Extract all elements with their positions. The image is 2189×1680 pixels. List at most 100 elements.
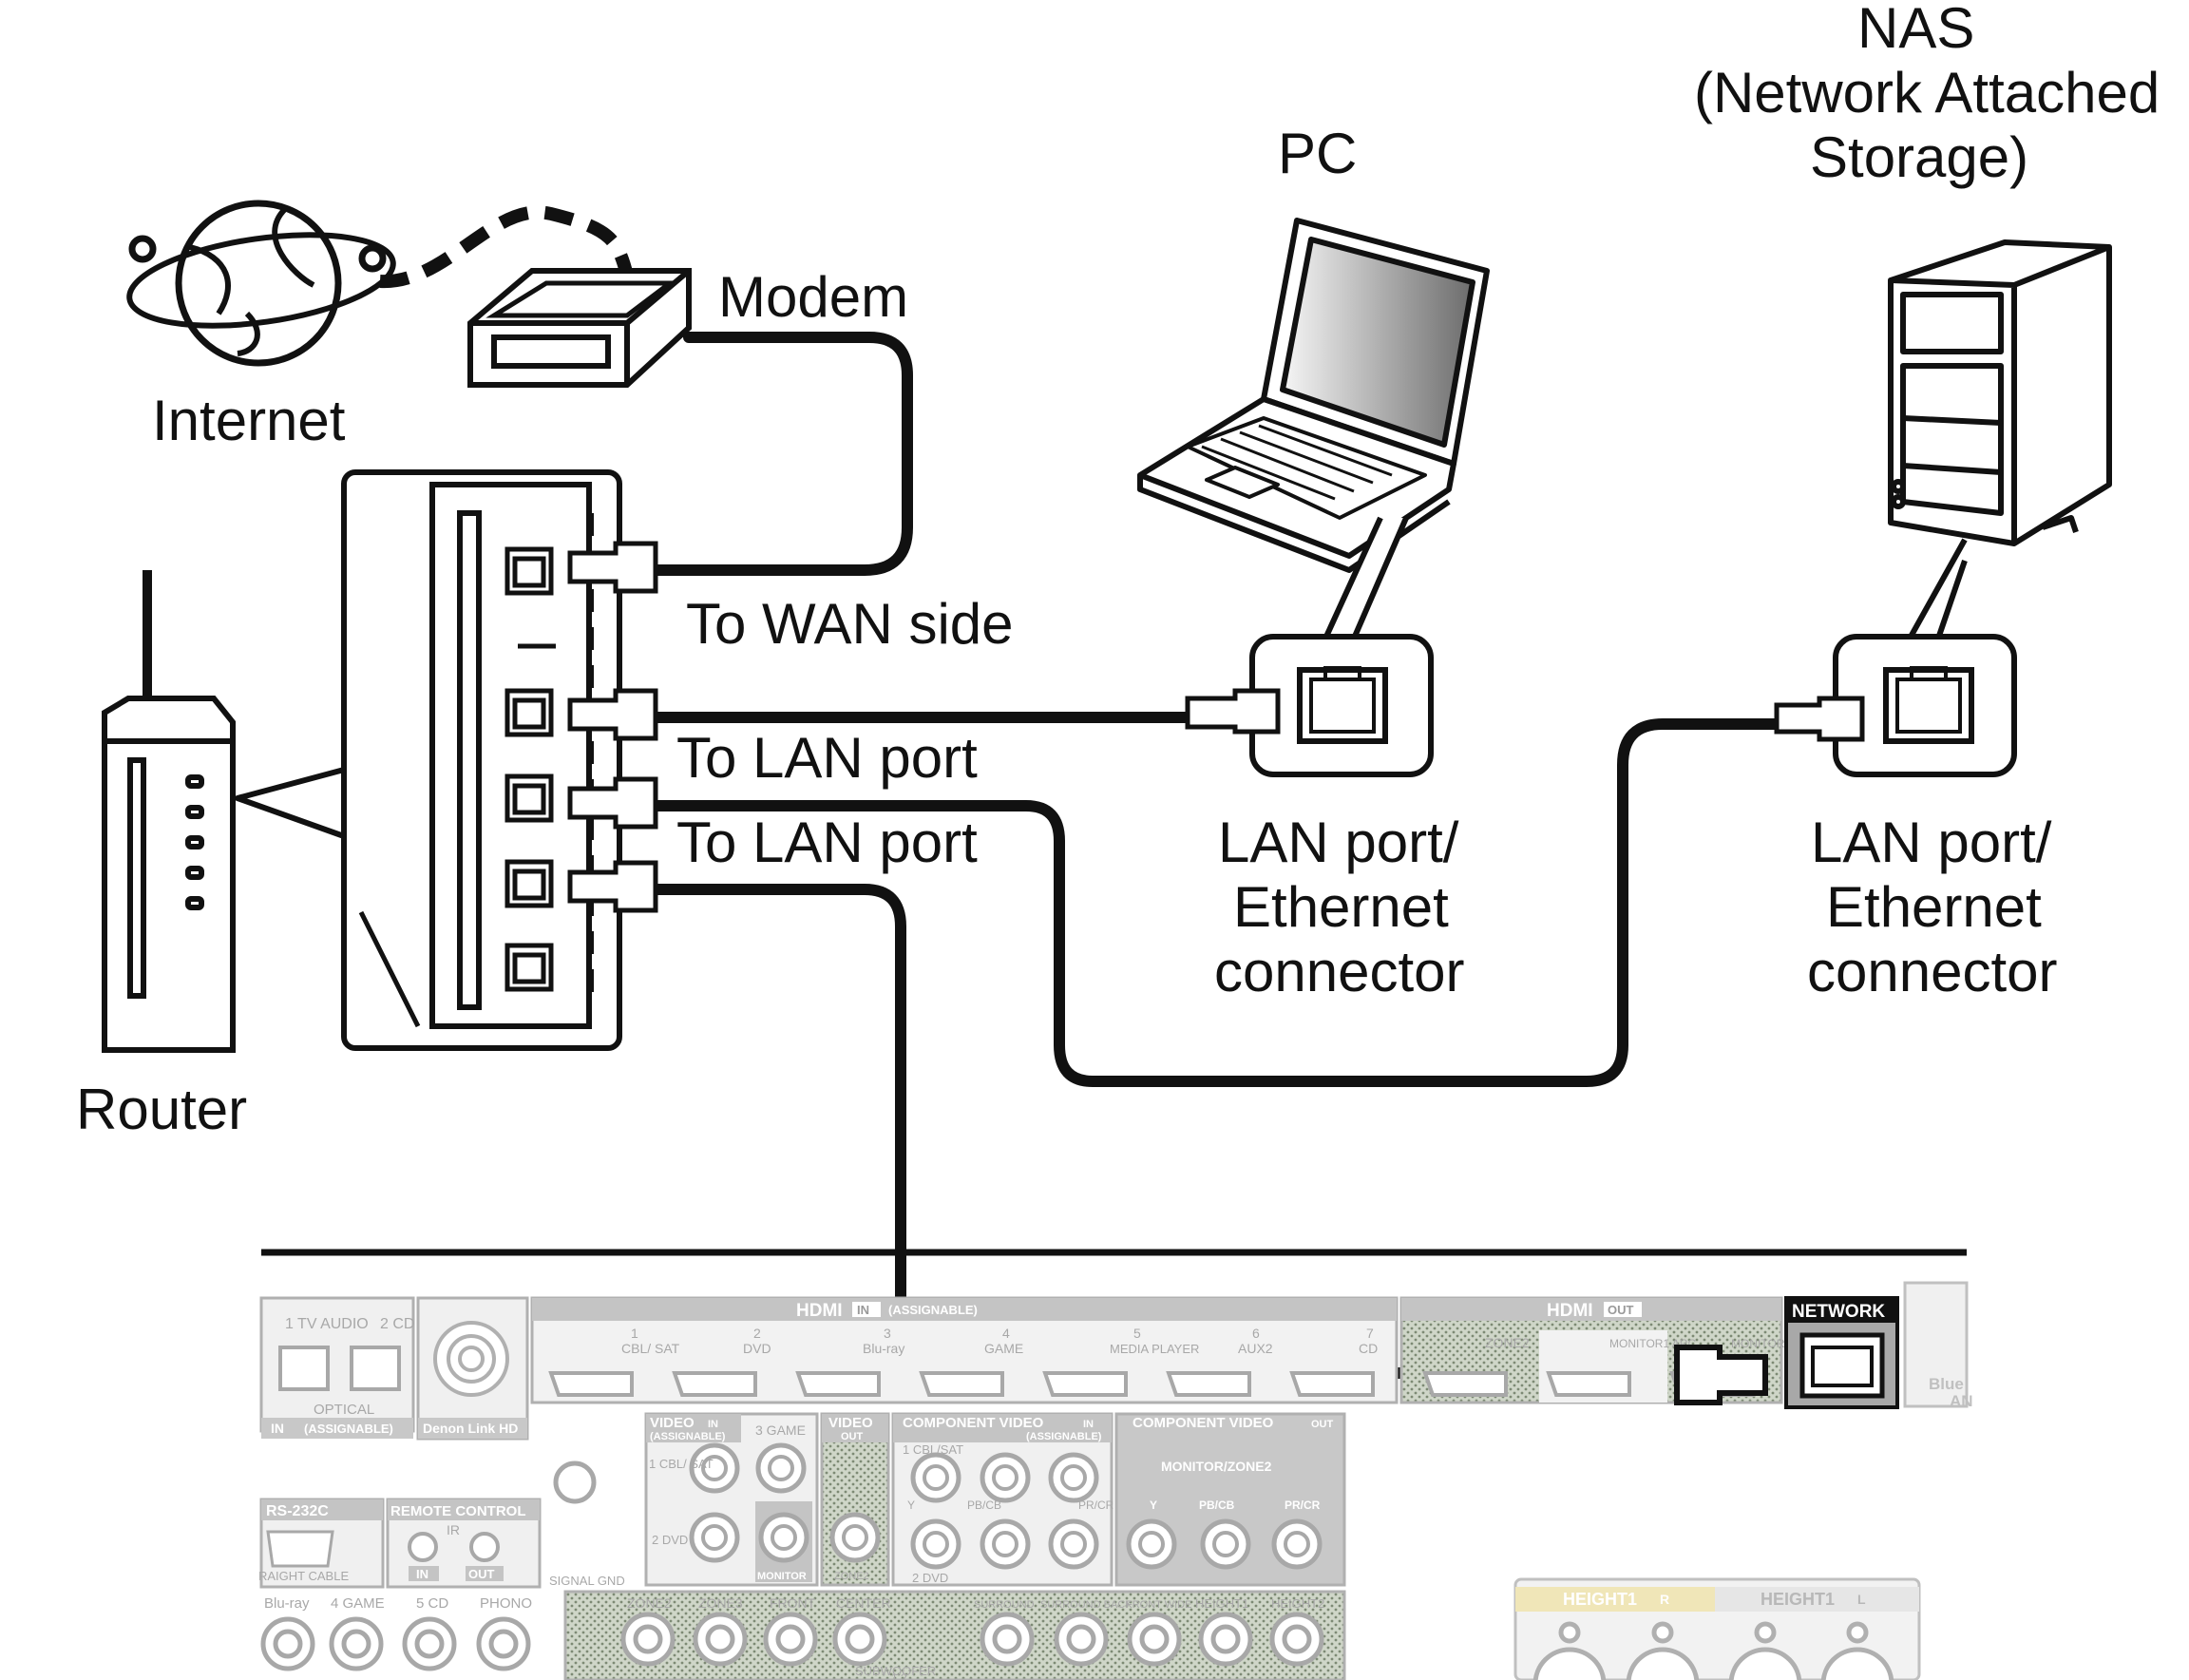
svg-text:R: R: [1660, 1592, 1669, 1607]
svg-text:IR: IR: [447, 1522, 460, 1537]
receiver-rear-panel: 1 TV AUDIO 2 CD OPTICAL IN (ASSIGNABLE) …: [258, 1281, 1973, 1680]
svg-text:Blu-ray: Blu-ray: [863, 1341, 904, 1356]
hdmi-input-2: 2 DVD: [672, 1326, 771, 1397]
network-label: NETWORK: [1792, 1302, 1885, 1322]
laptop-icon: [1137, 218, 1490, 573]
svg-text:OUT: OUT: [841, 1431, 864, 1442]
hdmi-out-monitor2: MONITOR2: [1731, 1337, 1791, 1350]
pc-label: PC: [1278, 122, 1357, 185]
pc-lan-label: LAN port/ Ethernet connector: [1214, 811, 1465, 1003]
svg-text:(ASSIGNABLE): (ASSIGNABLE): [888, 1303, 978, 1317]
svg-text:OUT: OUT: [468, 1567, 495, 1581]
hdmi-out-zone2: ZONE2: [1485, 1335, 1530, 1350]
svg-text:1 2: 1 2: [891, 1671, 907, 1680]
rs232c-label: RS-232C: [266, 1503, 329, 1519]
svg-text:IN: IN: [857, 1303, 869, 1317]
optical-label: OPTICAL: [314, 1402, 374, 1418]
hdmi-out-label: HDMI: [1547, 1301, 1593, 1321]
svg-text:(ASSIGNABLE): (ASSIGNABLE): [650, 1431, 726, 1442]
svg-text:connector: connector: [1214, 940, 1465, 1003]
speaker-terminals: [1532, 1621, 1894, 1680]
svg-text:5 CD: 5 CD: [416, 1595, 448, 1612]
nas-label: NAS (Network Attached Storage): [1694, 0, 2160, 189]
optical-port-1: [278, 1346, 330, 1391]
svg-text:Blu-ray: Blu-ray: [264, 1595, 310, 1612]
svg-text:ZONE3: ZONE3: [698, 1595, 743, 1611]
optical-port-2: [350, 1346, 401, 1391]
rj45-plug-pc: [1185, 688, 1281, 735]
svg-text:HEIGHT1: HEIGHT1: [1195, 1596, 1248, 1611]
cable-modem-wan: [650, 332, 913, 576]
optical-1-label: 1 TV AUDIO: [285, 1316, 369, 1332]
svg-text:1: 1: [631, 1326, 638, 1341]
cable-router-nas: [650, 718, 1792, 1087]
video-in-label: VIDEO: [650, 1415, 695, 1431]
svg-text:Y: Y: [907, 1499, 915, 1512]
nas-callout: [1904, 538, 1968, 641]
to-lan-label-2: To LAN port: [676, 811, 978, 874]
hdmi-input-4: 4 GAME: [919, 1326, 1023, 1397]
svg-text:IN: IN: [708, 1419, 718, 1430]
svg-text:FRONT WIDE: FRONT WIDE: [1126, 1599, 1191, 1611]
nas-lan-port: [1833, 634, 2017, 777]
svg-text:OUT: OUT: [1608, 1303, 1634, 1317]
router-callout: [235, 767, 347, 839]
to-wan-label: To WAN side: [686, 592, 1014, 656]
svg-text:SUBWOOFER: SUBWOOFER: [855, 1664, 936, 1678]
svg-text:CENTER: CENTER: [836, 1595, 891, 1611]
hdmi-input-6: 6 AUX2: [1166, 1326, 1273, 1397]
pre-out-labels: ZONE2 ZONE3 FRONT CENTER SURROUND SURROU…: [627, 1595, 1324, 1611]
svg-text:4: 4: [1002, 1326, 1010, 1341]
hdmi-in-label: HDMI: [796, 1301, 843, 1321]
svg-text:PB/CB: PB/CB: [1199, 1499, 1235, 1512]
video-out-label: VIDEO: [828, 1415, 873, 1431]
svg-text:1 CBL/ SAT: 1 CBL/ SAT: [649, 1457, 714, 1471]
svg-text:(ASSIGNABLE): (ASSIGNABLE): [1026, 1431, 1102, 1442]
nas-lan-label: LAN port/ Ethernet connector: [1807, 811, 2058, 1003]
svg-text:NAS: NAS: [1857, 0, 1974, 60]
svg-text:MONITOR/ZONE2: MONITOR/ZONE2: [1161, 1459, 1272, 1474]
modem-icon: [467, 268, 692, 388]
router-icon: [102, 570, 236, 1053]
svg-text:connector: connector: [1807, 940, 2058, 1003]
rj45-plug-nas: [1774, 696, 1865, 742]
svg-text:GAME: GAME: [984, 1341, 1023, 1356]
svg-text:SURROUND BACK: SURROUND BACK: [1040, 1599, 1133, 1611]
pc-lan-port: [1249, 634, 1434, 777]
svg-text:ZONE2: ZONE2: [834, 1571, 869, 1582]
rj45-plug-receiver: [1674, 1345, 1768, 1405]
svg-text:RAIGHT CABLE: RAIGHT CABLE: [258, 1569, 349, 1583]
component-in-label: COMPONENT VIDEO: [903, 1415, 1044, 1431]
svg-text:7: 7: [1366, 1326, 1374, 1341]
svg-text:AUX2: AUX2: [1238, 1341, 1273, 1356]
remote-control-label: REMOTE CONTROL: [390, 1503, 526, 1519]
svg-text:1 CBL/SAT: 1 CBL/SAT: [903, 1442, 963, 1457]
ir-out-jack: [469, 1532, 500, 1562]
svg-text:OUT: OUT: [1311, 1419, 1334, 1430]
denon-link-label: Denon Link HD: [423, 1421, 518, 1436]
to-lan-label-1: To LAN port: [676, 726, 978, 790]
internet-globe-icon: [126, 200, 396, 367]
svg-text:IN: IN: [416, 1567, 428, 1581]
svg-text:Storage): Storage): [1810, 125, 2028, 189]
svg-text:DVD: DVD: [743, 1341, 771, 1356]
component-out-label: COMPONENT VIDEO: [1133, 1415, 1274, 1431]
height1-r-label: HEIGHT1: [1563, 1590, 1637, 1609]
bluetooth-label: Blue: [1929, 1375, 1964, 1393]
svg-text:Ethernet: Ethernet: [1826, 875, 2042, 939]
svg-text:SURROUND: SURROUND: [974, 1599, 1035, 1611]
ir-in-jack: [408, 1532, 438, 1562]
hdmi-input-1: 1 CBL/ SAT: [548, 1326, 680, 1397]
svg-text:IN: IN: [271, 1421, 284, 1436]
svg-text:3: 3: [884, 1326, 891, 1341]
svg-text:(ASSIGNABLE): (ASSIGNABLE): [304, 1422, 393, 1436]
svg-text:L: L: [1857, 1592, 1866, 1607]
svg-text:ZONE2: ZONE2: [627, 1595, 672, 1611]
svg-text:MONITOR: MONITOR: [757, 1571, 807, 1582]
svg-text:FRONT: FRONT: [770, 1595, 816, 1611]
svg-text:CBL/ SAT: CBL/ SAT: [621, 1341, 680, 1356]
svg-text:AN: AN: [1950, 1392, 1973, 1410]
rj45-plugs-router: [567, 541, 658, 913]
svg-text:HEIGHT2: HEIGHT2: [1271, 1596, 1324, 1611]
audio-in-jacks: [260, 1616, 531, 1671]
